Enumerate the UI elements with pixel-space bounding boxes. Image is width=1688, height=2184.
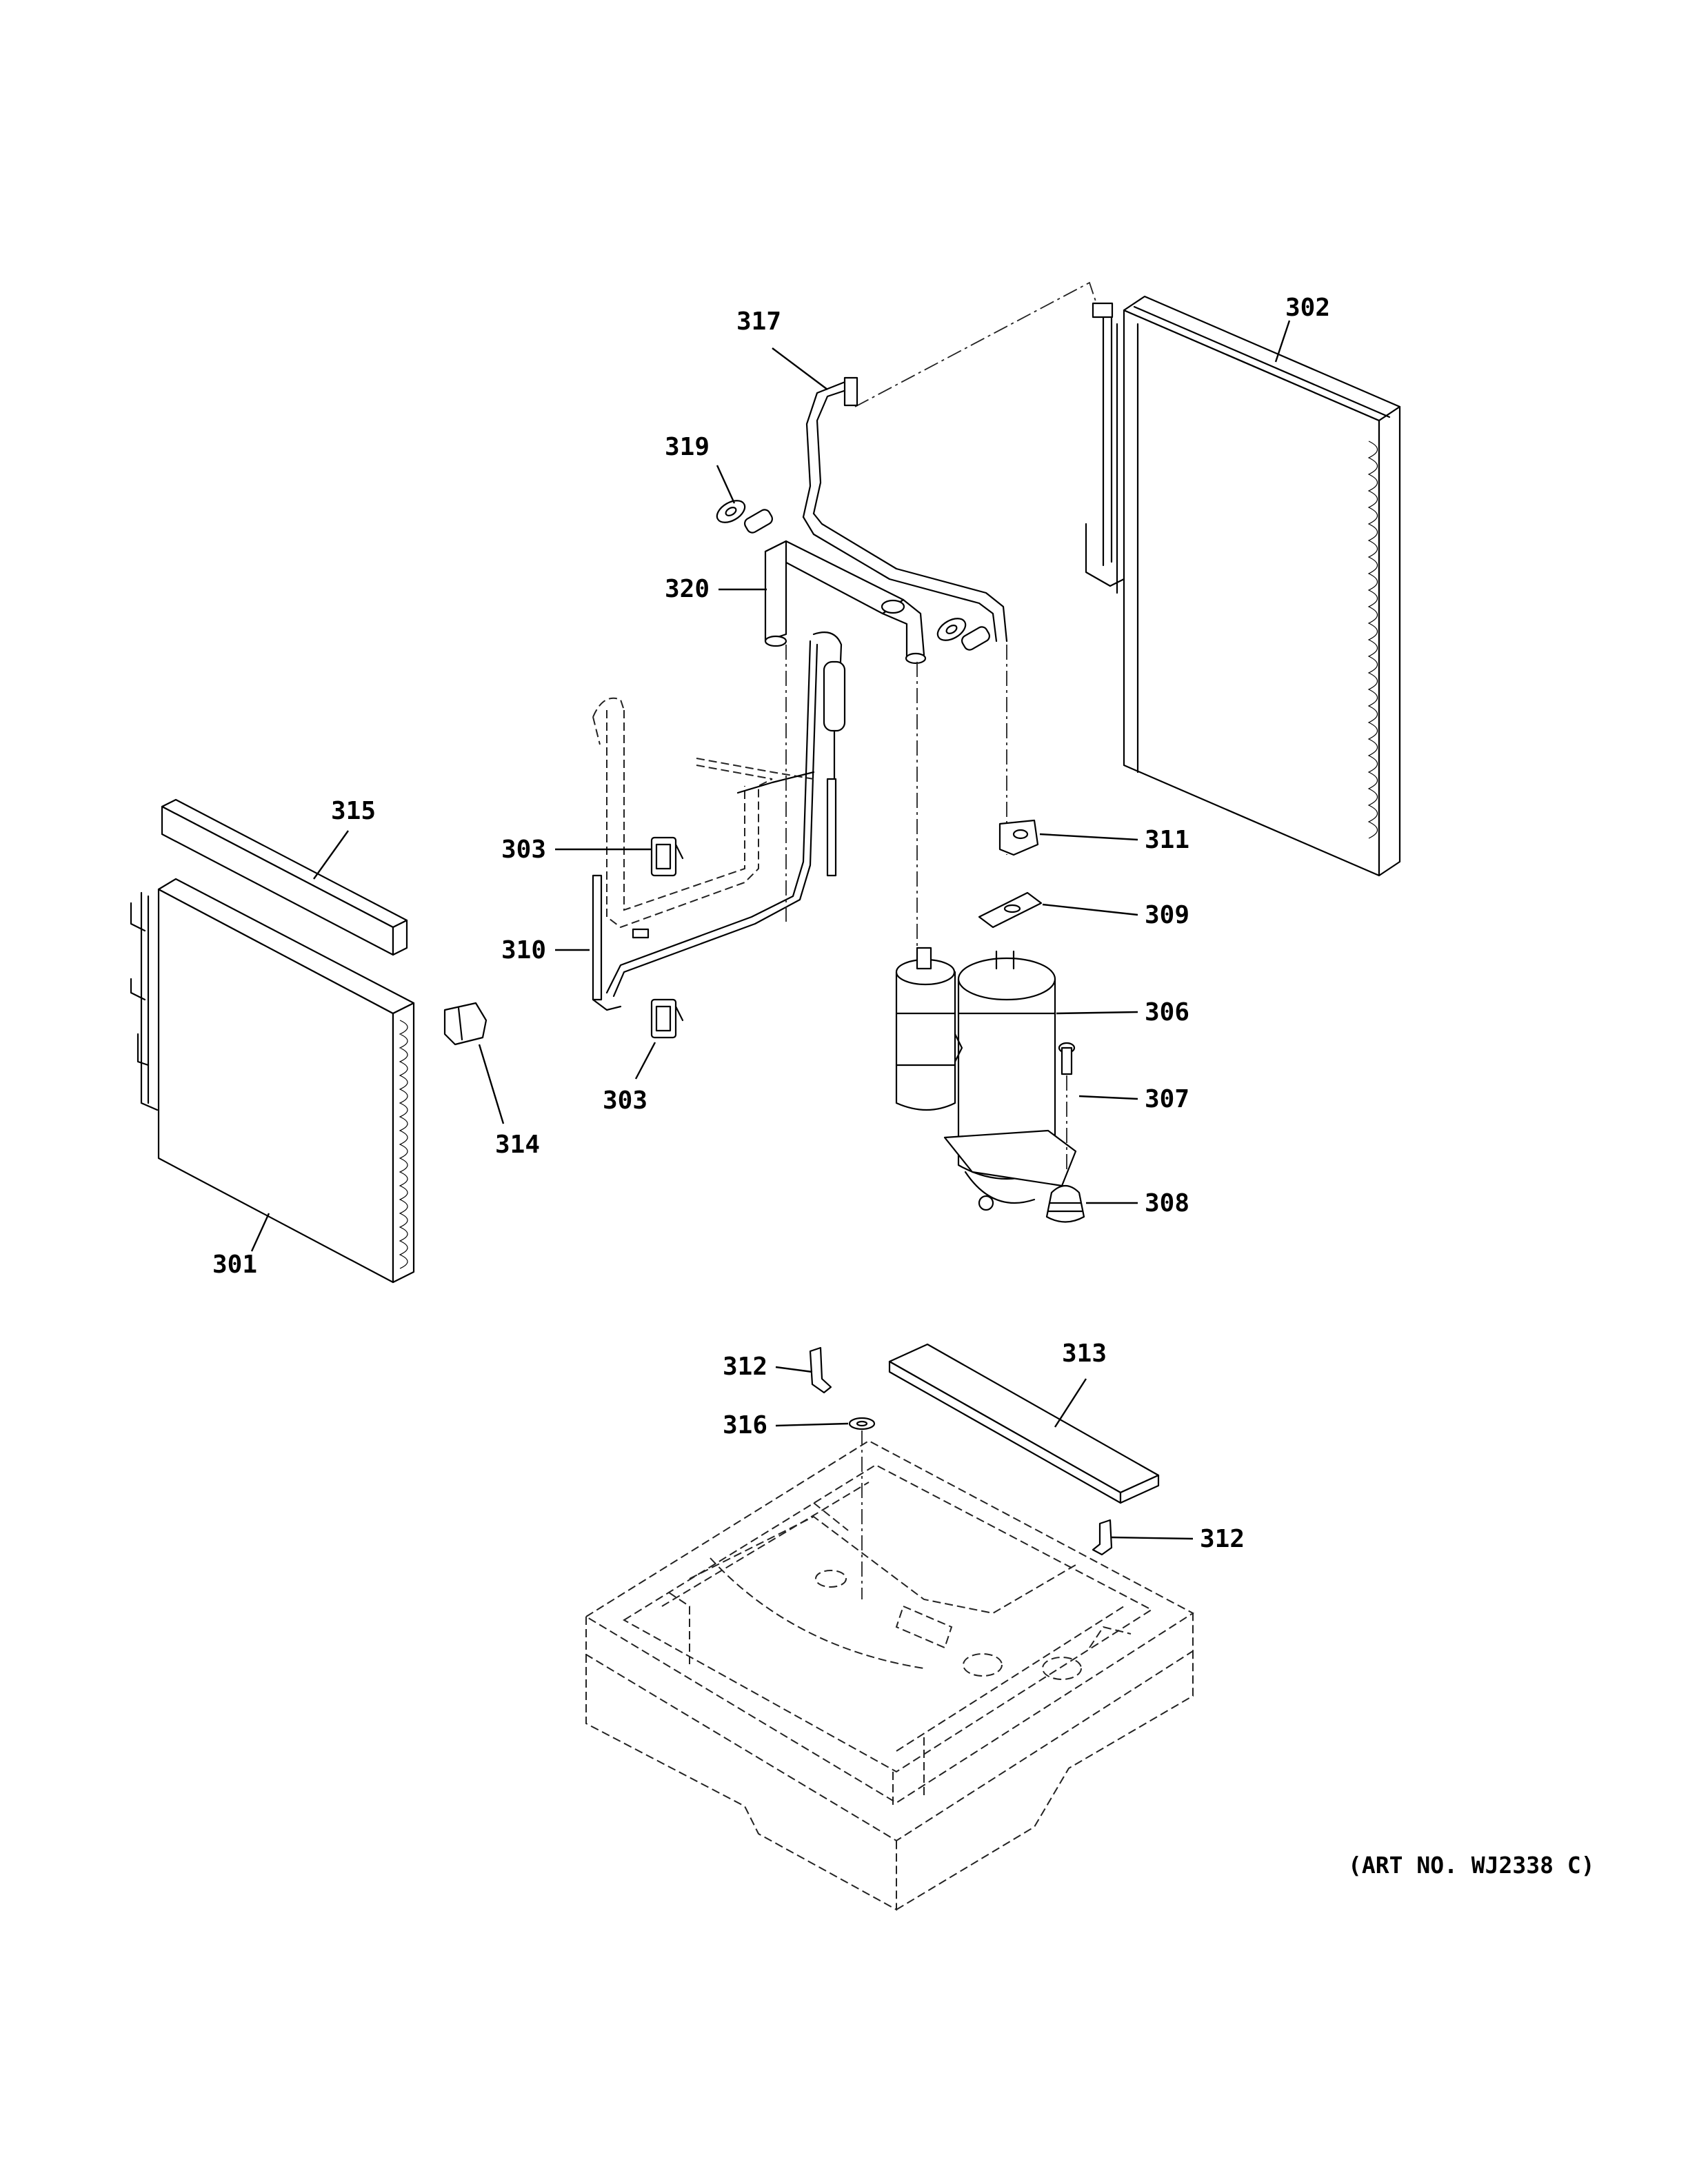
clip xyxy=(632,928,650,939)
callout-303-lower: 303 xyxy=(603,1086,647,1115)
callout-317: 316 xyxy=(723,1411,767,1439)
panel-313 xyxy=(888,1343,1160,1504)
callout-306: 306 xyxy=(1145,998,1189,1027)
washer-317 xyxy=(848,1417,876,1430)
art-number: (ART NO. WJ2338 C) xyxy=(1348,1852,1595,1879)
callout-320: 320 xyxy=(665,575,710,603)
callout-309: 310 xyxy=(501,936,546,964)
callout-302: 302 xyxy=(1285,294,1330,322)
callout-310: 309 xyxy=(1145,901,1189,929)
callout-314: 314 xyxy=(495,1131,540,1159)
compressor-306 xyxy=(895,947,1077,1211)
callout-312-left: 312 xyxy=(723,1353,767,1381)
callout-303-upper: 303 xyxy=(501,836,546,864)
terminal-cover-311 xyxy=(998,819,1039,856)
bracket-312-right xyxy=(1092,1519,1113,1556)
callout-301: 301 xyxy=(212,1251,257,1279)
callout-labels: 317 302 319 320 315 303 310 303 311 309 … xyxy=(212,294,1330,1553)
callout-311: 311 xyxy=(1145,826,1189,854)
suction-tube-320 xyxy=(764,540,927,665)
base-pan xyxy=(585,1439,1194,1911)
grommet-308 xyxy=(1045,1184,1085,1223)
callout-313: 313 xyxy=(1062,1339,1107,1368)
callout-308: 308 xyxy=(1145,1189,1189,1217)
capillary-tube-309 xyxy=(592,874,622,1011)
gasket-310 xyxy=(978,891,1043,929)
callout-316: 317 xyxy=(736,307,781,336)
callout-307: 307 xyxy=(1145,1085,1189,1113)
screw-307 xyxy=(1058,1042,1076,1075)
clamp-303-upper xyxy=(650,836,684,877)
foam-strip-315 xyxy=(161,798,408,956)
condenser-coil-301 xyxy=(130,878,415,1284)
filter-drier xyxy=(605,631,846,998)
clip-314 xyxy=(443,1002,488,1046)
callout-312-right: 312 xyxy=(1200,1525,1245,1553)
evaporator-coil-302 xyxy=(1085,295,1401,877)
callout-leaders xyxy=(250,320,1291,1540)
grommet-319 xyxy=(716,500,990,651)
bracket-312-left xyxy=(809,1346,832,1394)
callout-315: 315 xyxy=(331,797,376,825)
callout-319: 319 xyxy=(665,433,710,461)
clamp-303-lower xyxy=(650,998,684,1039)
